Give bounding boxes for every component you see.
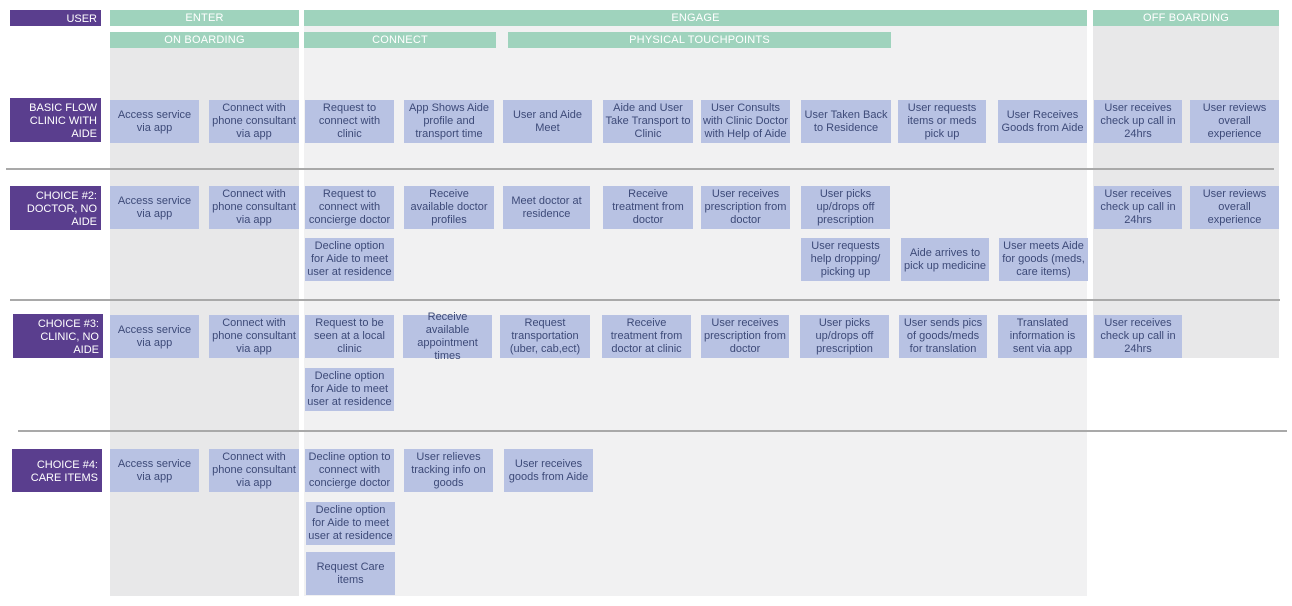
step-card: Connect with phone consultant via app (209, 100, 299, 143)
step-card: User Consults with Clinic Doctor with He… (701, 100, 790, 143)
step-card: User Taken Back to Residence (801, 100, 891, 143)
step-card: Connect with phone consultant via app (209, 315, 299, 358)
connect-header: CONNECT (304, 32, 496, 48)
step-card: User sends pics of goods/meds for transl… (899, 315, 987, 358)
step-card: User receives check up call in 24hrs (1094, 186, 1182, 229)
step-card: Request Care items (306, 552, 395, 595)
step-card: User reviews overall experience (1190, 186, 1279, 229)
step-card: Access service via app (110, 449, 199, 492)
step-card: Access service via app (110, 100, 199, 143)
step-card: Access service via app (110, 186, 199, 229)
step-card: Decline option to connect with concierge… (305, 449, 394, 492)
physical-touchpoints-header: PHYSICAL TOUCHPOINTS (508, 32, 891, 48)
step-card: Request to connect with concierge doctor (305, 186, 394, 229)
row-label-choice-3: CHOICE #3: CLINIC, NO AIDE (13, 314, 103, 358)
step-card: Receive treatment from doctor at clinic (602, 315, 691, 358)
step-card: User picks up/drops off prescription (801, 186, 890, 229)
row-divider (6, 168, 1274, 170)
enter-header: ENTER (110, 10, 299, 26)
offboarding-header: OFF BOARDING (1093, 10, 1279, 26)
step-card: Aide and User Take Transport to Clinic (603, 100, 693, 143)
step-card: User meets Aide for goods (meds, care it… (999, 238, 1088, 281)
step-card: User requests items or meds pick up (898, 100, 986, 143)
step-card: Request to be seen at a local clinic (305, 315, 394, 358)
step-card: User and Aide Meet (503, 100, 592, 143)
row-label-choice-4: CHOICE #4: CARE ITEMS (12, 449, 102, 492)
step-card: Translated information is sent via app (998, 315, 1087, 358)
step-card: App Shows Aide profile and transport tim… (404, 100, 494, 143)
step-card: Connect with phone consultant via app (209, 186, 299, 229)
step-card: User Receives Goods from Aide (998, 100, 1087, 143)
step-card: Receive available doctor profiles (404, 186, 494, 229)
onboarding-header: ON BOARDING (110, 32, 299, 48)
step-card: Access service via app (110, 315, 199, 358)
step-card: Meet doctor at residence (503, 186, 590, 229)
step-card: Request to connect with clinic (305, 100, 394, 143)
user-header: USER (10, 10, 101, 26)
row-divider (10, 299, 1280, 301)
step-card: User receives check up call in 24hrs (1094, 315, 1182, 358)
step-card: Decline option for Aide to meet user at … (305, 238, 394, 281)
step-card: Request transportation (uber, cab,ect) (500, 315, 590, 358)
step-card: User receives prescription from doctor (701, 315, 789, 358)
step-card: Decline option for Aide to meet user at … (305, 368, 394, 411)
engage-header: ENGAGE (304, 10, 1087, 26)
step-card: User reviews overall experience (1190, 100, 1279, 143)
step-card: Receive treatment from doctor (603, 186, 693, 229)
step-card: User picks up/drops off prescription (800, 315, 889, 358)
row-divider (18, 430, 1287, 432)
step-card: Aide arrives to pick up medicine (901, 238, 989, 281)
step-card: User receives check up call in 24hrs (1094, 100, 1182, 143)
step-card: User receives prescription from doctor (701, 186, 790, 229)
row-label-choice-2: CHOICE #2: DOCTOR, NO AIDE (10, 186, 101, 230)
row-label-basic-flow: BASIC FLOW CLINIC WITH AIDE (10, 98, 101, 142)
step-card: User receives goods from Aide (504, 449, 593, 492)
step-card: User relieves tracking info on goods (404, 449, 493, 492)
step-card: User requests help dropping/ picking up (801, 238, 890, 281)
step-card: Receive available appointment times (403, 311, 492, 362)
step-card: Connect with phone consultant via app (209, 449, 299, 492)
step-card: Decline option for Aide to meet user at … (306, 502, 395, 545)
